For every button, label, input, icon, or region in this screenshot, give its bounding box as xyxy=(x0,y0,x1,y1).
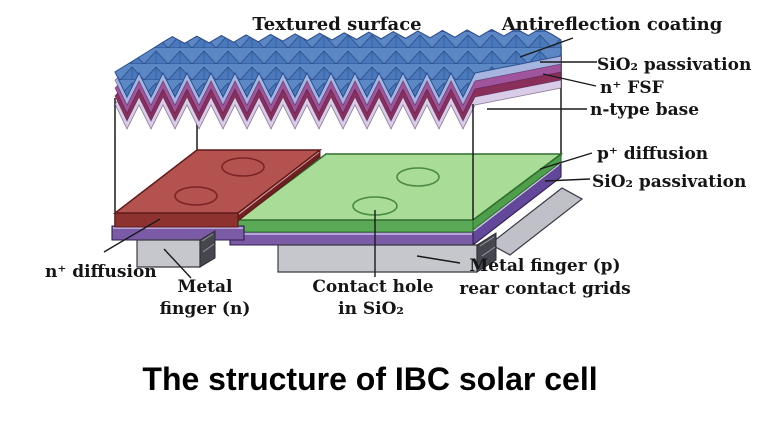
metal-finger-n-leader xyxy=(163,248,192,279)
label-sio2-passivation-bottom: SiO₂ passivation xyxy=(592,172,746,192)
metal-finger-p-block-front xyxy=(277,244,478,273)
label-n-diffusion: n⁺ diffusion xyxy=(45,262,157,282)
n-fsf-leader xyxy=(542,73,597,87)
label-metal-finger-p-line2: rear contact grids xyxy=(459,279,630,299)
label-p-diffusion: p⁺ diffusion xyxy=(597,144,708,164)
contact-hole-ellipse xyxy=(221,157,265,177)
p-diffusion-front xyxy=(237,219,474,233)
label-contact-hole-line1: Contact hole xyxy=(312,277,433,297)
label-textured-surface: Textured surface xyxy=(252,14,421,35)
hatch-line xyxy=(479,236,496,257)
n-diffusion-front xyxy=(114,212,239,228)
label-metal-finger-n-line1: Metal xyxy=(178,277,234,297)
label-antireflection-coating: Antireflection coating xyxy=(501,14,723,35)
sio2-bottom-leader xyxy=(544,178,591,182)
antireflection-textured-surface xyxy=(114,27,562,99)
metal-finger-p-leader xyxy=(416,255,461,264)
figure-title: The structure of IBC solar cell xyxy=(142,361,597,397)
n-diffusion-side-highlight xyxy=(238,151,320,215)
label-n-type-base: n-type base xyxy=(590,100,699,120)
contact-hole-ellipse xyxy=(396,167,440,187)
hatch-line xyxy=(201,233,215,253)
label-contact-hole-line2: in SiO₂ xyxy=(338,299,404,319)
contact-hole-ellipse xyxy=(174,186,218,206)
label-metal-finger-p-line1: Metal finger (p) xyxy=(469,256,620,276)
p-diffusion-leader xyxy=(539,152,593,170)
rear-metal-grid-strip xyxy=(488,187,584,256)
n-diffusion-leader xyxy=(103,218,161,253)
antireflection-leader xyxy=(519,37,574,58)
label-n-fsf: n⁺ FSF xyxy=(600,78,664,98)
p-diffusion-top xyxy=(235,153,564,221)
label-sio2-passivation-top: SiO₂ passivation xyxy=(597,55,751,75)
n-diffusion-top xyxy=(112,149,323,214)
label-metal-finger-n-line2: finger (n) xyxy=(160,299,251,319)
passivation-highlight xyxy=(473,164,560,232)
